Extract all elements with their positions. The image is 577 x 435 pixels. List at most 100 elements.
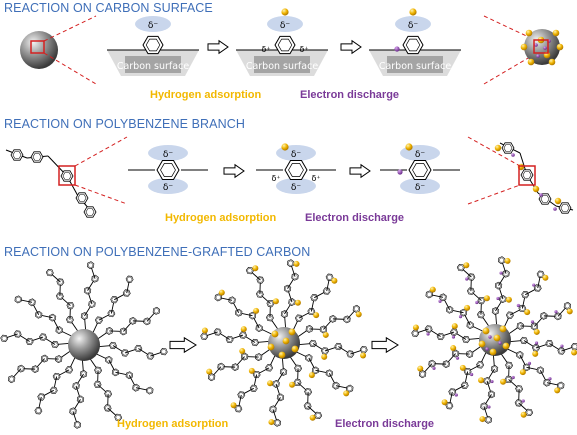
- ring-inner: [467, 351, 473, 357]
- ring-inner: [257, 277, 264, 283]
- hydrogen-atom: [331, 277, 338, 284]
- ring-inner: [214, 329, 221, 335]
- hydrogen-atom: [493, 334, 501, 342]
- benzene-tiny: [425, 290, 433, 299]
- polymer-arm: [507, 301, 573, 335]
- carbon-sphere-left: [20, 31, 58, 69]
- ring-outline: [402, 35, 424, 55]
- hydrogen-atom: [282, 337, 290, 345]
- hydrogen-atom: [524, 309, 531, 316]
- ring-inner: [522, 292, 528, 298]
- polymer-arm: [230, 354, 277, 413]
- ring-inner: [89, 301, 95, 307]
- ring-inner: [56, 356, 62, 362]
- ring-inner: [250, 312, 255, 319]
- ring-outline: [501, 142, 515, 154]
- ring-inner: [326, 370, 332, 376]
- ring-inner: [40, 334, 46, 340]
- ring-inner: [236, 310, 242, 316]
- ring-inner: [32, 366, 38, 372]
- ring-inner: [9, 376, 15, 382]
- ring-inner: [147, 387, 153, 394]
- hydrogen-atom: [450, 345, 457, 352]
- electron-cloud: [276, 178, 316, 194]
- ring-inner: [273, 381, 279, 387]
- ring-inner: [310, 340, 316, 346]
- electron-dot: [451, 335, 456, 339]
- ring-inner: [305, 389, 311, 395]
- hydrogen-atom: [451, 323, 458, 330]
- hydrogen-atom: [272, 298, 279, 305]
- benzene-tiny: [536, 270, 545, 278]
- arrow-grafted-2: [371, 336, 399, 354]
- hydrogen-atom: [360, 352, 367, 359]
- benzene-small: [10, 149, 24, 161]
- polymer-arm: [0, 330, 71, 349]
- ring-inner: [105, 391, 111, 397]
- electron-dot: [548, 377, 552, 381]
- hydrogen-atom: [566, 308, 573, 315]
- ring-inner: [270, 406, 276, 413]
- charge-delta-minus: δ⁻: [415, 150, 426, 160]
- caption-electron-discharge-1: Electron discharge: [300, 89, 400, 101]
- benzene-tiny: [214, 293, 222, 302]
- ring-inner: [306, 326, 312, 332]
- ring-inner: [294, 379, 301, 385]
- ring-inner: [304, 403, 311, 409]
- benzene-tiny: [346, 350, 355, 358]
- ring-inner: [558, 382, 564, 389]
- benzene-tiny: [45, 268, 54, 277]
- hydrogen-atom: [289, 381, 296, 388]
- ring-inner: [347, 351, 354, 357]
- ring-inner: [240, 332, 246, 338]
- benzene-small: [558, 202, 572, 214]
- ring-inner: [124, 290, 130, 296]
- polymer-arm: [502, 270, 549, 329]
- electron-dot: [455, 356, 460, 360]
- callout-line: [483, 53, 536, 85]
- ring-inner: [277, 38, 293, 52]
- polymer-arm: [289, 355, 323, 421]
- polymer-arm: [500, 352, 534, 418]
- hydrogen-atom: [554, 387, 561, 394]
- ring-inner: [537, 271, 544, 277]
- hydrogen-atom: [322, 331, 329, 338]
- ring-inner: [522, 171, 532, 179]
- ring-inner: [425, 326, 432, 332]
- electron-cloud: [135, 16, 171, 32]
- benzene-tiny: [31, 365, 39, 374]
- benzene-tiny: [466, 287, 475, 295]
- benzene-tiny: [557, 347, 566, 355]
- charge-delta-minus: δ⁻: [148, 21, 159, 31]
- ring-inner: [572, 344, 577, 350]
- ring-inner: [517, 352, 523, 358]
- ring-inner: [519, 306, 526, 311]
- hydrogen-atom: [288, 328, 296, 336]
- polymer-arm: [200, 326, 271, 347]
- callout-line: [467, 136, 521, 167]
- section-title-branch: REACTION ON POLYBENZENE BRANCH: [4, 117, 246, 131]
- hydrogen-atom: [500, 378, 507, 385]
- ring-inner: [104, 405, 111, 411]
- hydrogen-atom: [201, 327, 208, 334]
- hydrogen-atom: [218, 289, 225, 296]
- ring-inner: [47, 270, 53, 276]
- benzene-tiny: [159, 347, 168, 356]
- charge-delta-minus: δ⁻: [163, 150, 174, 160]
- ring-inner: [488, 391, 494, 398]
- branch-unit-3: δ⁻δ⁻: [380, 143, 460, 194]
- benzene-tiny: [557, 381, 565, 390]
- electron-dot: [487, 405, 491, 409]
- hydrogen-atom: [291, 345, 299, 353]
- ring-inner: [496, 282, 502, 289]
- benzene-tiny: [14, 295, 22, 304]
- charge-delta-plus: δ⁺: [299, 45, 308, 54]
- ring-inner: [56, 327, 62, 333]
- hydrogen-atom: [267, 380, 274, 387]
- ring-inner: [120, 328, 126, 335]
- benzene-tiny: [234, 405, 243, 413]
- ring-inner: [426, 291, 432, 298]
- grafted-carbon-2: [200, 259, 368, 427]
- electron-cloud: [148, 178, 188, 194]
- hydrogen-atom: [343, 390, 350, 397]
